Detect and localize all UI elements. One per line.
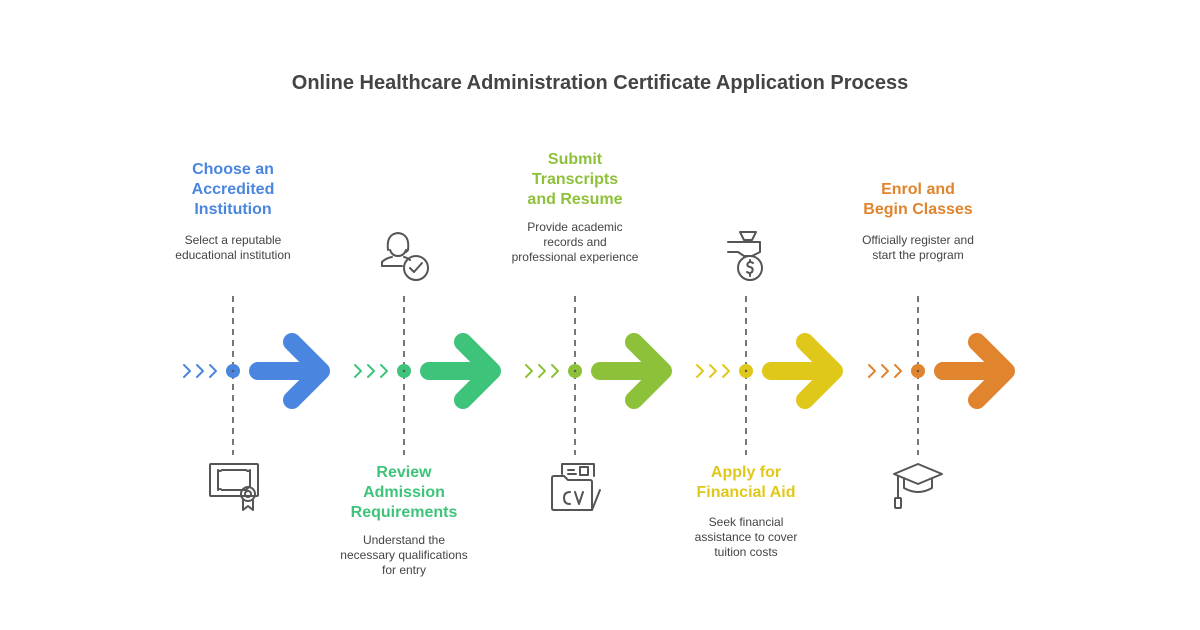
step-3-description: Provide academic records and professiona… <box>511 220 639 264</box>
step-1-description: Select a reputable educational instituti… <box>175 233 291 262</box>
certificate-icon <box>209 463 259 511</box>
user-check-icon <box>381 232 429 281</box>
step-4-description: Seek financial assistance to cover tuiti… <box>694 515 798 559</box>
step-5-flow <box>868 333 1015 409</box>
step-1-flow <box>183 333 330 409</box>
step-2-flow <box>354 333 501 409</box>
diagram-title: Online Healthcare Administration Certifi… <box>291 72 909 94</box>
step-5-description: Officially register and start the progra… <box>862 233 974 262</box>
step-2-description: Understand the necessary qualifications … <box>340 533 468 577</box>
step-4-flow <box>696 333 843 409</box>
step-3-flow <box>525 333 672 409</box>
cv-folder-icon <box>551 463 601 511</box>
graduation-cap-icon <box>893 463 943 509</box>
money-bag-icon <box>727 231 763 281</box>
